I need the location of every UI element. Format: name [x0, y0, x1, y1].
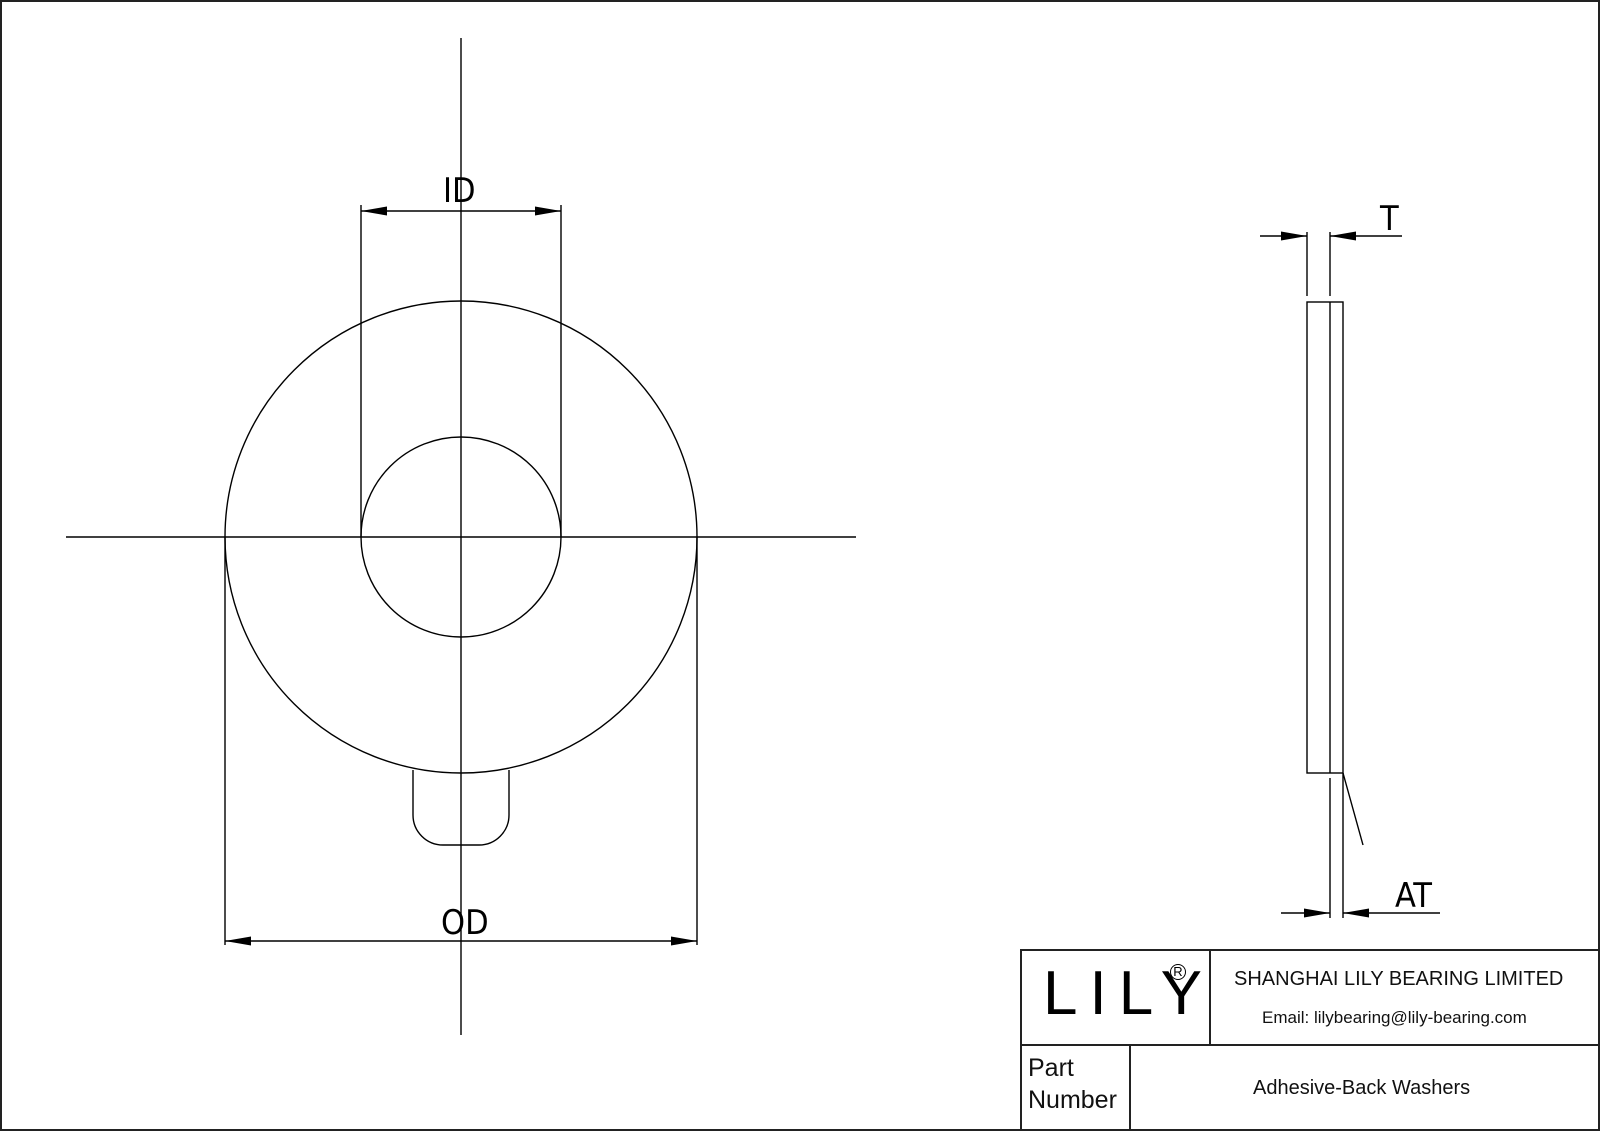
registered-mark-icon: R	[1170, 964, 1186, 980]
part-number-label-line2: Number	[1028, 1086, 1117, 1114]
part-number-value-cell	[1129, 1044, 1600, 1131]
front-view	[66, 38, 856, 1035]
at-dimension-label: AT	[1395, 876, 1432, 916]
od-dimension-label: OD	[441, 903, 489, 943]
id-dimension-label: ID	[443, 171, 476, 211]
part-number-label-line1: Part	[1028, 1054, 1074, 1082]
part-number-value: Adhesive-Back Washers	[1253, 1077, 1471, 1099]
t-dimension-label: T	[1379, 199, 1399, 239]
company-email: Email: lilybearing@lily-bearing.com	[1262, 1008, 1527, 1027]
company-name: SHANGHAI LILY BEARING LIMITED	[1234, 968, 1564, 990]
company-cell	[1209, 949, 1600, 1046]
side-view	[1260, 231, 1440, 918]
liner-tab	[412, 770, 510, 846]
peel-liner-line	[1342, 772, 1364, 846]
company-logo: LILY	[1043, 959, 1214, 1028]
part-number-label: Part Number	[1028, 1052, 1117, 1116]
washer-section	[1306, 301, 1344, 774]
